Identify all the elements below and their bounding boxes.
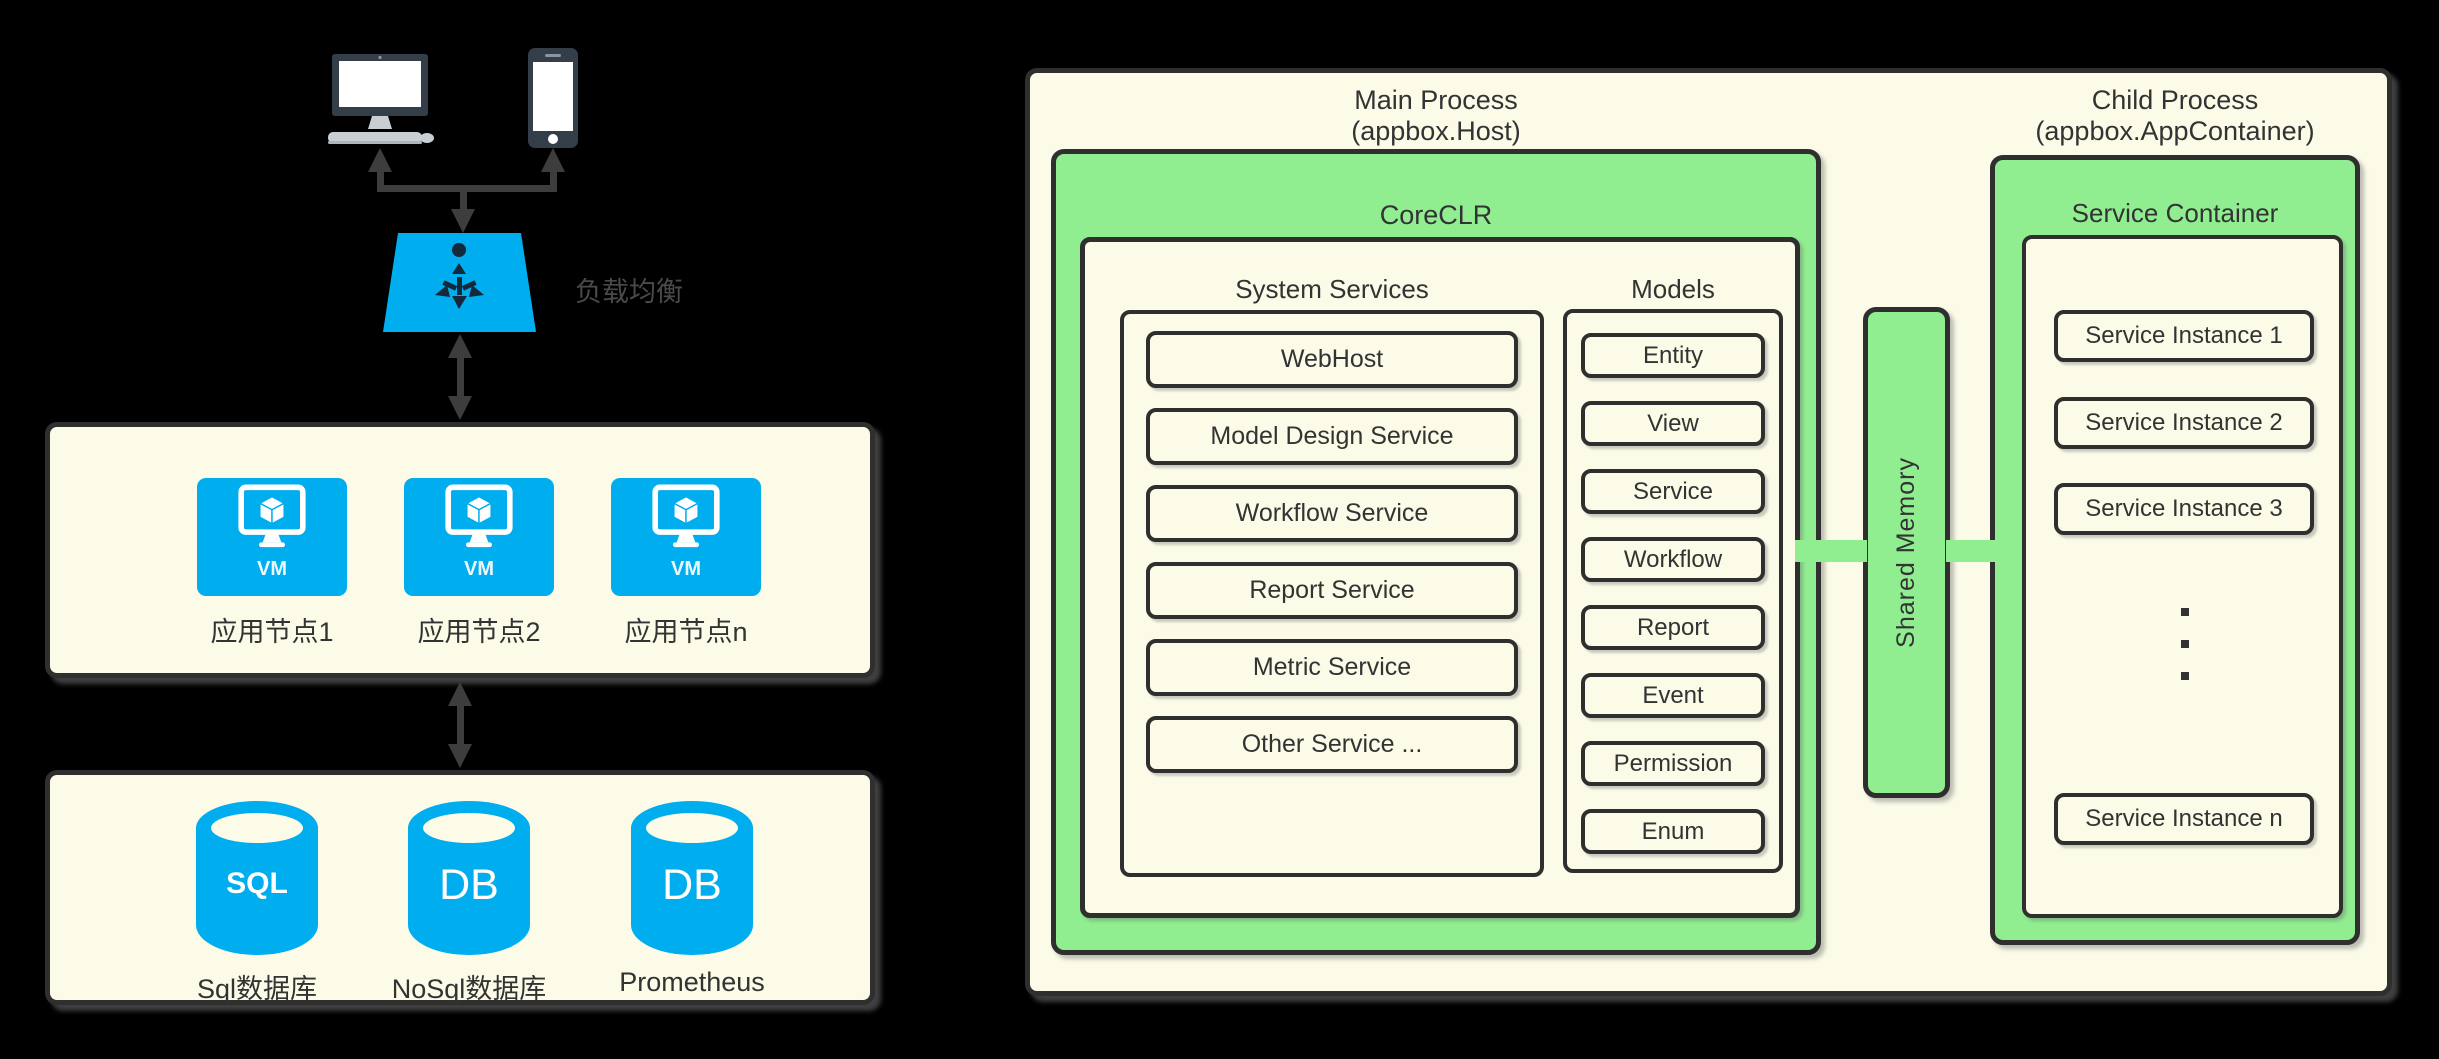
vm-icon: VM xyxy=(404,478,554,596)
vm-monitor-cube-icon xyxy=(652,484,720,548)
process-panel: Main Process (appbox.Host) Child Process… xyxy=(1025,68,2392,996)
databases-box: SQL DB DB Sql数据库 NoSql数据库 Prometheus xyxy=(45,770,875,1005)
sql-database-icon: SQL xyxy=(196,801,318,955)
model-item: Permission xyxy=(1581,741,1765,786)
main-process-title: Main Process xyxy=(1354,85,1518,115)
vm-monitor-cube-icon xyxy=(238,484,306,548)
load-balancer-icon xyxy=(383,233,536,332)
ellipsis-dot xyxy=(2181,672,2189,680)
vm-icon-label: VM xyxy=(257,558,287,580)
vm-icon-label: VM xyxy=(671,558,701,580)
connector-sharedmemory-container xyxy=(1946,540,2014,562)
cylinder-top-hole xyxy=(646,813,738,843)
desktop-computer-icon xyxy=(328,54,434,144)
prometheus-database-icon: DB xyxy=(631,801,753,955)
db-icon-label: SQL xyxy=(226,867,288,900)
service-instance-item: Service Instance 1 xyxy=(2054,310,2314,362)
system-service-item: Metric Service xyxy=(1146,639,1518,696)
cylinder-top-hole xyxy=(423,813,515,843)
arrow-shaft xyxy=(377,170,384,192)
system-services-title: System Services xyxy=(1235,274,1429,304)
main-process-subtitle: (appbox.Host) xyxy=(1351,116,1521,147)
ellipsis-dot xyxy=(2181,608,2189,616)
app-node-label: 应用节点n xyxy=(624,617,748,647)
model-item: Report xyxy=(1581,605,1765,650)
model-item: Workflow xyxy=(1581,537,1765,582)
database-label: Sql数据库 xyxy=(196,974,318,1004)
models-title: Models xyxy=(1631,274,1715,304)
app-node-label: 应用节点2 xyxy=(417,617,541,647)
arrow-shaft xyxy=(550,170,557,192)
arrow-shaft xyxy=(457,356,464,398)
system-service-item: Workflow Service xyxy=(1146,485,1518,542)
models-box: Entity View Service Workflow Report Even… xyxy=(1563,309,1783,873)
arrowhead-up-icon xyxy=(368,148,392,172)
vm-icon: VM xyxy=(197,478,347,596)
coreclr-box: CoreCLR System Services Models WebHost M… xyxy=(1051,149,1821,955)
load-balancer-label: 负载均衡 xyxy=(575,277,683,307)
shared-memory-label: Shared Memory xyxy=(1892,457,1920,648)
model-item: Entity xyxy=(1581,333,1765,378)
model-item: View xyxy=(1581,401,1765,446)
coreclr-inner-box: System Services Models WebHost Model Des… xyxy=(1080,237,1800,918)
db-icon-label: DB xyxy=(662,861,722,909)
model-item: Enum xyxy=(1581,809,1765,854)
app-node-label: 应用节点1 xyxy=(210,617,334,647)
child-process-subtitle: (appbox.AppContainer) xyxy=(2035,116,2315,147)
system-services-box: WebHost Model Design Service Workflow Se… xyxy=(1120,310,1544,877)
service-instance-item: Service Instance n xyxy=(2054,793,2314,845)
main-process-header: Main Process (appbox.Host) xyxy=(1051,85,1821,148)
system-service-item: WebHost xyxy=(1146,331,1518,388)
app-nodes-box: VM VM VM 应用节点1 应用节点 xyxy=(45,422,875,678)
system-service-item: Model Design Service xyxy=(1146,408,1518,465)
arrowhead-down-icon xyxy=(448,744,472,768)
arrowhead-down-icon xyxy=(451,209,475,233)
arrow-shaft xyxy=(457,704,464,746)
service-instance-item: Service Instance 3 xyxy=(2054,483,2314,535)
connector-coreclr-sharedmemory xyxy=(1795,540,1867,562)
vm-icon-label: VM xyxy=(464,558,494,580)
service-instance-item: Service Instance 2 xyxy=(2054,397,2314,449)
database-label: NoSql数据库 xyxy=(391,974,547,1004)
arrow-branch-bar xyxy=(377,185,557,192)
child-process-title: Child Process xyxy=(2091,85,2259,115)
db-icon-label: DB xyxy=(439,861,499,909)
child-process-header: Child Process (appbox.AppContainer) xyxy=(1960,85,2390,148)
cylinder-top-hole xyxy=(211,813,303,843)
system-service-item: Other Service ... xyxy=(1146,716,1518,773)
shared-memory-box: Shared Memory xyxy=(1863,307,1950,798)
service-container-box: Service Container Service Instance 1 Ser… xyxy=(1990,155,2360,945)
arrowhead-up-icon xyxy=(448,334,472,358)
arrowhead-up-icon xyxy=(541,148,565,172)
model-item: Service xyxy=(1581,469,1765,514)
ellipsis-dot xyxy=(2181,640,2189,648)
smartphone-icon xyxy=(528,48,578,148)
nosql-database-icon: DB xyxy=(408,801,530,955)
service-container-title: Service Container xyxy=(2071,198,2279,228)
service-container-inner-box: Service Instance 1 Service Instance 2 Se… xyxy=(2022,235,2343,918)
system-service-item: Report Service xyxy=(1146,562,1518,619)
vm-icon: VM xyxy=(611,478,761,596)
model-item: Event xyxy=(1581,673,1765,718)
arrowhead-down-icon xyxy=(448,396,472,420)
database-label: Prometheus xyxy=(619,967,765,997)
arrowhead-up-icon xyxy=(448,682,472,706)
arrow-shaft xyxy=(460,185,467,211)
coreclr-title: CoreCLR xyxy=(1379,200,1493,230)
vm-monitor-cube-icon xyxy=(445,484,513,548)
